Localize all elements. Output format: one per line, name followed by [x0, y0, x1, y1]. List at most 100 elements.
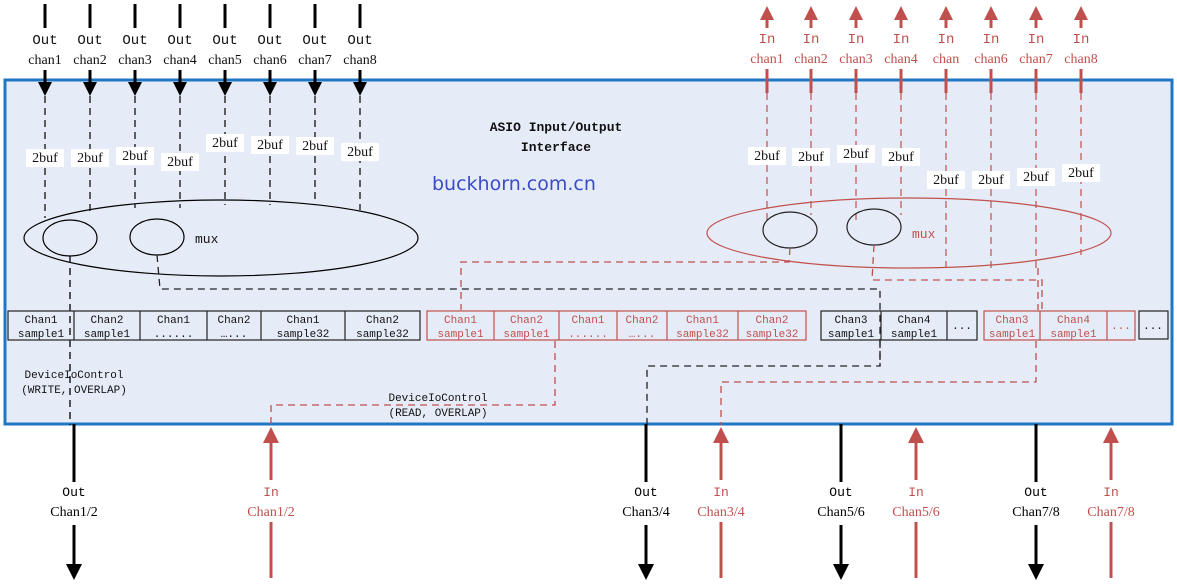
in-mux-ellipse [706, 197, 1112, 269]
out-channel-label: Out [167, 33, 192, 49]
out-buffer-chan34: Chan3sample1Chan4sample1... [820, 310, 978, 341]
arrow-down-icon [66, 564, 82, 580]
in-channel-name: chan1 [750, 52, 783, 67]
arrow-down-icon [353, 82, 367, 96]
out-mux-ellipse [23, 199, 419, 277]
buffer-cell-sample: …... [629, 329, 655, 341]
buffer-cell-channel: Chan2 [366, 315, 399, 327]
arrow-down-icon [128, 82, 142, 96]
interface-title-line2: Interface [521, 140, 591, 155]
arrow-up-icon [1103, 427, 1119, 443]
buf-label-bg [206, 134, 244, 152]
buffer-cell-channel: Chan1 [24, 315, 57, 327]
out-channel-label: Out [302, 33, 327, 49]
out-channel-label: Out [32, 33, 57, 49]
buf-label-bg [341, 143, 379, 161]
in-channel-name: chan4 [884, 52, 917, 67]
buf-label: 2buf [1068, 166, 1094, 181]
buf-label-bg [792, 148, 830, 166]
out-channel-label: Out [257, 33, 282, 49]
in-channel-label: In [938, 32, 955, 48]
arrow-up-icon [760, 6, 774, 20]
out-channel-name: chan6 [253, 53, 286, 68]
arrow-up-icon [804, 6, 818, 20]
port-direction-label: In [908, 485, 924, 500]
buf-label-bg [1062, 164, 1100, 182]
buffer-cell-channel: Chan2 [217, 315, 250, 327]
buf-label: 2buf [167, 155, 193, 170]
in-channel-name: chan7 [1019, 52, 1052, 67]
out-channel-label: Out [347, 33, 372, 49]
in-buffer-chan34: Chan3sample1Chan4sample1... [983, 310, 1136, 341]
buffer-cell: Chan1...... [558, 311, 608, 341]
buffer-outline [820, 310, 978, 341]
port-direction-label: In [713, 485, 729, 500]
buf-label-bg [927, 171, 965, 189]
buf-label: 2buf [933, 173, 959, 188]
buf-label-bg [26, 149, 64, 167]
buffer-cell-channel: Chan2 [90, 315, 123, 327]
buf-label-bg [71, 149, 109, 167]
in-channel-name: chan6 [974, 52, 1007, 67]
buffer-cell-channel: Chan1 [157, 315, 190, 327]
buf-label: 2buf [77, 151, 103, 166]
route-in-12-a [460, 247, 791, 310]
in-channel-label: In [1073, 32, 1090, 48]
more-buffers-ellipsis: ... [1143, 321, 1163, 333]
out-buffer-chan12: Chan1sample1Chan2sample1Chan1......Chan2… [7, 310, 421, 341]
buffer-cell-sample: sample32 [277, 329, 330, 341]
out-channel-label: Out [122, 33, 147, 49]
route-out-34 [156, 254, 881, 425]
buf-label-bg [748, 147, 786, 165]
arrow-up-icon [1074, 6, 1088, 20]
in-channel-name: chan8 [1064, 52, 1097, 67]
buffer-cell-sample: sample1 [989, 329, 1036, 341]
arrow-down-icon [263, 82, 277, 96]
out-channel-name: chan2 [73, 53, 106, 68]
out-channel-name: chan8 [343, 53, 376, 68]
buffer-cell: Chan2 …... [206, 311, 251, 341]
buffer-cell: Chan1...... [139, 311, 193, 341]
port-direction-label: In [263, 485, 279, 500]
buffer-cell-channel: Chan1 [686, 315, 719, 327]
out-channel-name: chan5 [208, 53, 241, 68]
buffer-cell-sample: sample1 [503, 329, 550, 341]
write-call-line1: DeviceIoControl [24, 370, 123, 382]
arrow-up-icon [939, 6, 953, 20]
out-channel-8: Out chan8 2buf [341, 4, 379, 210]
buffer-cell-sample: …... [221, 329, 247, 341]
buffer-cell-sample: ...... [568, 329, 608, 341]
arrow-up-icon [1029, 6, 1043, 20]
write-call-line2: (WRITE, OVERLAP) [21, 385, 127, 397]
bottom-port-group: OutChan1/2InChan1/2OutChan3/4InChan3/4Ou… [50, 424, 1135, 580]
route-in-34 [871, 244, 1043, 290]
port-channel-label: Chan5/6 [892, 505, 939, 520]
buffer-cell-sample: sample1 [84, 329, 131, 341]
buf-label: 2buf [347, 145, 373, 160]
buf-label-bg [837, 145, 875, 163]
port-channel-label: Chan7/8 [1087, 505, 1134, 520]
buf-label-bg [882, 148, 920, 166]
buf-label: 2buf [888, 150, 914, 165]
port-channel-label: Chan1/2 [50, 505, 97, 520]
buffer-cell-channel: Chan2 [755, 315, 788, 327]
port-channel-label: Chan7/8 [1012, 505, 1059, 520]
arrow-up-icon [849, 6, 863, 20]
